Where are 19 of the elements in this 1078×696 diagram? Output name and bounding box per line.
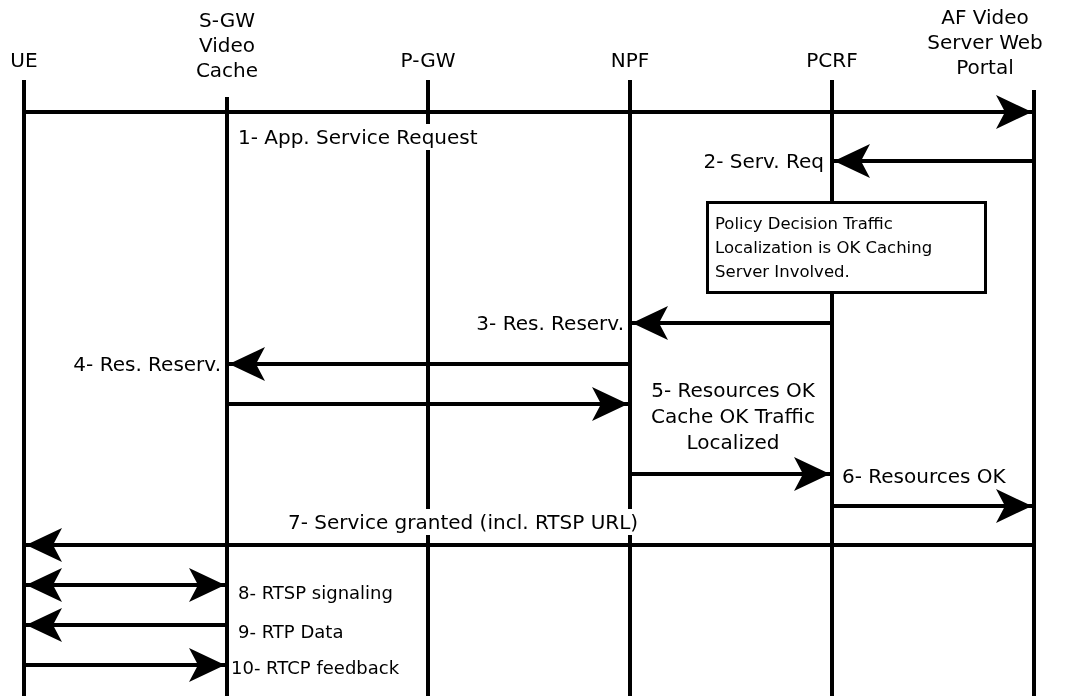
participant-name: S-GW Video Cache [194,8,260,83]
message-arrow [229,347,628,381]
message-arrow [229,387,628,421]
message-arrow [834,489,1032,523]
message-arrow [26,568,225,602]
note-text: Policy Decision Traffic Localization is OK Caching Server Involved. [715,212,934,283]
message-arrow [632,306,830,340]
message-arrow [26,608,225,642]
participant-name: AF Video Server Web Portal [926,5,1044,80]
message-arrow [26,648,225,682]
note-box [706,201,987,294]
participant-name: NPF [609,48,651,73]
message-arrow [834,144,1032,178]
message-arrow [26,95,1032,129]
participant-name: UE [9,48,39,73]
participant-name: PCRF [805,48,859,73]
message-arrow [26,528,1032,562]
participant-name: P-GW [399,48,457,73]
message-arrow [632,457,830,491]
